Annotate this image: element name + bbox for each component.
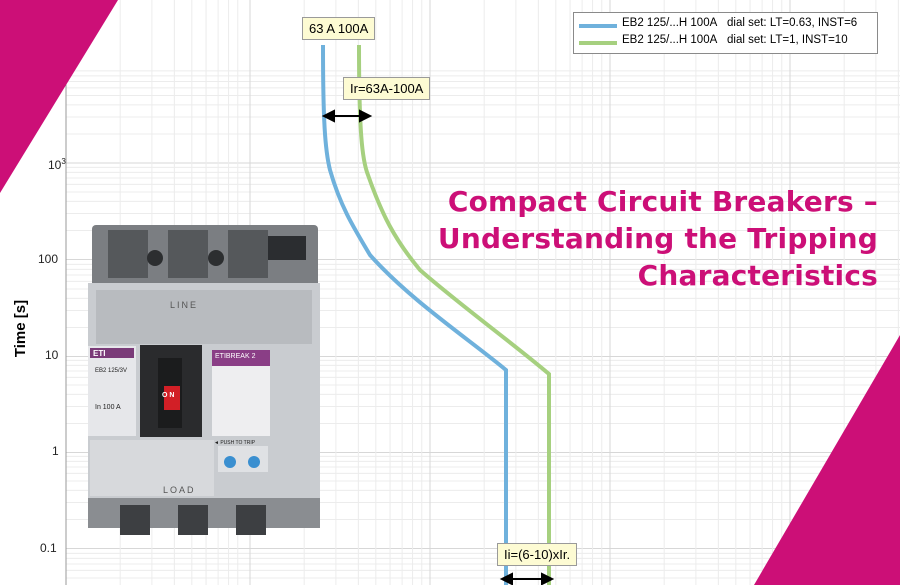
corner-triangle-bottom-right: [754, 335, 900, 585]
legend: EB2 125/...H 100A dial set: LT=0.63, INS…: [573, 12, 878, 54]
legend-swatch-blue: [579, 24, 617, 28]
product-brand: ETI: [93, 349, 106, 358]
grid: [65, 0, 900, 585]
ir-range-annotation: Ir=63A-100A: [343, 77, 431, 100]
product-load-label: LOAD: [163, 485, 196, 495]
page-title: Compact Circuit Breakers – Understanding…: [358, 183, 878, 294]
legend-item-blue: EB2 125/...H 100A dial set: LT=0.63, INS…: [574, 17, 877, 33]
y-tick-1000: 103: [48, 157, 66, 172]
y-tick-1: 1: [52, 444, 59, 458]
product-model: EB2 125/3V: [95, 368, 128, 374]
ir-arrow: [321, 109, 373, 123]
legend-detail: dial set: LT=0.63, INST=6: [727, 17, 858, 29]
title-line-3: Characteristics: [637, 259, 878, 292]
current-range-annotation: 63 A 100A: [302, 17, 376, 40]
curve-blue: [321, 44, 508, 585]
ii-range-annotation: Ii=(6-10)xIr.: [497, 543, 578, 566]
legend-item-green: EB2 125/...H 100A dial set: LT=1, INST=1…: [574, 34, 877, 50]
y-axis-label: Time [s]: [12, 299, 30, 358]
y-tick-0-1: 0.1: [40, 541, 57, 555]
legend-detail: dial set: LT=1, INST=10: [727, 34, 848, 46]
y-tick-100: 100: [38, 252, 59, 266]
product-line-label: LINE: [170, 300, 199, 310]
product-trip-label: ◄ PUSH TO TRIP: [214, 440, 256, 446]
title-line-1: Compact Circuit Breakers –: [447, 185, 878, 218]
circuit-breaker-image: [88, 225, 320, 535]
product-breaker-label: ETIBREAK 2: [215, 353, 256, 360]
corner-triangle-top-left: [0, 0, 118, 193]
legend-label: EB2 125/...H 100A: [622, 34, 718, 46]
product-current-rating: In 100 A: [95, 404, 121, 411]
product-handle-text: O N: [162, 392, 175, 399]
title-line-2: Understanding the Tripping: [437, 222, 878, 255]
legend-swatch-green: [579, 41, 617, 45]
ii-arrow: [499, 572, 555, 585]
y-tick-10: 10: [45, 348, 59, 362]
curve-green: [357, 44, 551, 585]
legend-label: EB2 125/...H 100A: [622, 17, 718, 29]
